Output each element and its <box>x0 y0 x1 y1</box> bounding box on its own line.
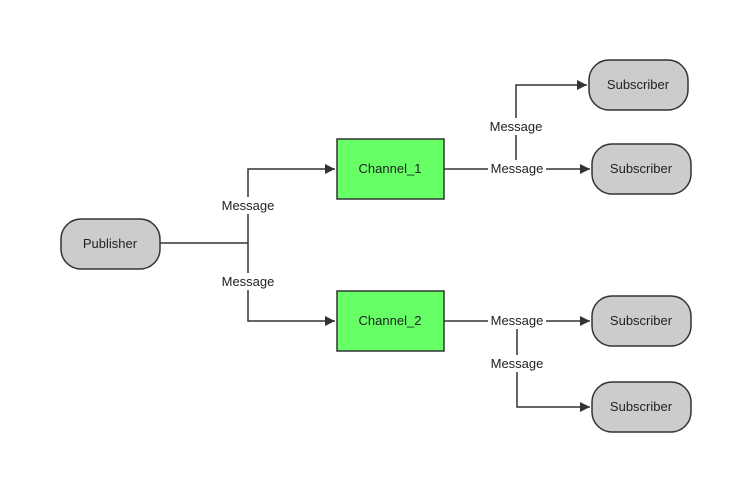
channel-2-label: Channel_2 <box>359 313 422 328</box>
edge-labels: Message Message Message Message Message … <box>219 118 546 372</box>
subscriber-1-label: Subscriber <box>607 77 670 92</box>
edge-label-text: Message <box>222 198 275 213</box>
edge-label-text: Message <box>491 161 544 176</box>
edge-label-text: Message <box>222 274 275 289</box>
edge-label-publisher-to-channel-1: Message <box>219 197 277 214</box>
edge-label-channel-1-to-subscriber-2: Message <box>488 160 546 177</box>
edge-label-text: Message <box>491 356 544 371</box>
channel-2-node[interactable]: Channel_2 <box>336 290 445 352</box>
edge-channel-1-to-subscriber-1 <box>515 80 587 169</box>
subscriber-3-label: Subscriber <box>610 313 673 328</box>
edge-channel-2-to-subscriber-4 <box>516 321 590 412</box>
subscriber-node-3[interactable]: Subscriber <box>591 295 692 347</box>
subscriber-4-label: Subscriber <box>610 399 673 414</box>
subscriber-2-label: Subscriber <box>610 161 673 176</box>
edge-label-text: Message <box>491 313 544 328</box>
publisher-label: Publisher <box>83 236 138 251</box>
channel-1-label: Channel_1 <box>359 161 422 176</box>
nodes: Publisher Channel_1 Channel_2 Subscriber… <box>60 59 692 433</box>
edge-label-text: Message <box>490 119 543 134</box>
subscriber-node-4[interactable]: Subscriber <box>591 381 692 433</box>
edge-label-publisher-to-channel-2: Message <box>219 273 277 290</box>
subscriber-node-1[interactable]: Subscriber <box>588 59 689 111</box>
edge-label-channel-1-to-subscriber-1: Message <box>486 118 546 135</box>
subscriber-node-2[interactable]: Subscriber <box>591 143 692 195</box>
edge-publisher-to-channel-2 <box>247 243 335 326</box>
edge-label-channel-2-to-subscriber-3: Message <box>488 312 546 329</box>
channel-1-node[interactable]: Channel_1 <box>336 138 445 200</box>
edge-label-channel-2-to-subscriber-4: Message <box>488 355 546 372</box>
publisher-node[interactable]: Publisher <box>60 218 161 270</box>
